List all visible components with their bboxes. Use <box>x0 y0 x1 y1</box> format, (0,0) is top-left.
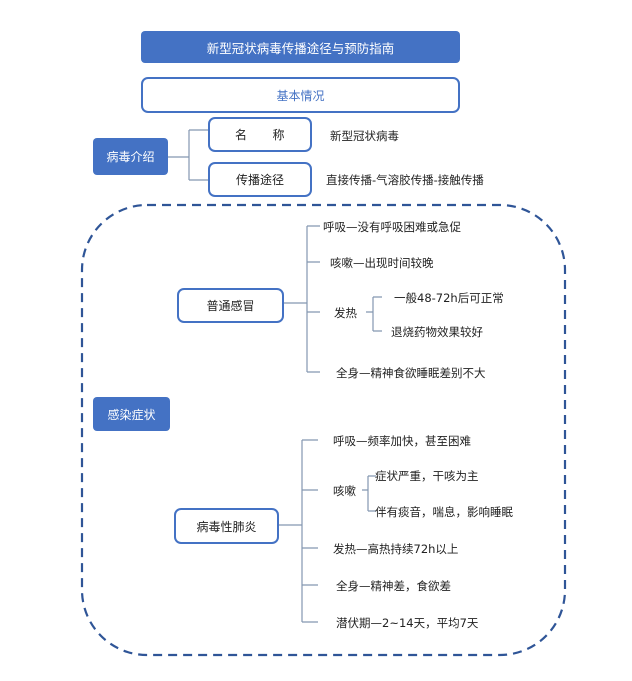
virus-intro-label: 病毒介绍 <box>106 150 155 164</box>
pneumonia-cough-label: 咳嗽 <box>333 484 356 498</box>
name-box: 名 称 <box>208 117 312 152</box>
symptoms-label: 感染症状 <box>107 407 156 422</box>
pneumonia-label: 病毒性肺炎 <box>196 519 257 534</box>
cold-breath: 呼吸—没有呼吸困难或急促 <box>323 220 461 234</box>
route-box: 传播途径 <box>208 162 312 197</box>
intro-bracket <box>168 129 208 181</box>
name-value: 新型冠状病毒 <box>330 129 399 143</box>
pneumonia-breath: 呼吸—频率加快，甚至困难 <box>333 434 471 448</box>
cold-body: 全身—精神食欲睡眠差别不大 <box>336 366 486 380</box>
pneumonia-body: 全身—精神差，食欲差 <box>336 579 451 593</box>
pneumonia-box: 病毒性肺炎 <box>174 508 279 544</box>
name-label: 名 称 <box>234 128 285 142</box>
pneumonia-bracket <box>279 439 318 623</box>
common-cold-box: 普通感冒 <box>177 288 284 323</box>
route-label: 传播途径 <box>235 173 284 187</box>
cold-fever-label: 发热 <box>334 306 357 320</box>
virus-intro-box: 病毒介绍 <box>93 138 168 175</box>
cold-fever-item-2: 退烧药物效果较好 <box>391 325 483 339</box>
page-title: 新型冠状病毒传播途径与预防指南 <box>206 40 395 56</box>
common-cold-label: 普通感冒 <box>206 299 255 313</box>
pneumonia-incubation: 潜伏期—2~14天，平均7天 <box>336 616 479 630</box>
pneumonia-fever: 发热—高热持续72h以上 <box>333 542 459 556</box>
symptoms-box: 感染症状 <box>93 397 170 431</box>
cold-fever-bracket <box>366 296 382 332</box>
route-value: 直接传播-气溶胶传播-接触传播 <box>326 173 484 187</box>
pneumonia-cough-item-1: 症状严重，干咳为主 <box>375 469 479 483</box>
basic-info-box: 基本情况 <box>141 77 460 113</box>
pneumonia-cough-bracket <box>362 475 376 512</box>
title-box: 新型冠状病毒传播途径与预防指南 <box>141 31 460 63</box>
pneumonia-cough-item-2: 伴有痰音，喘息，影响睡眠 <box>375 505 513 519</box>
cold-fever-item-1: 一般48-72h后可正常 <box>394 291 504 305</box>
symptom-region <box>80 203 567 657</box>
cold-bracket <box>284 225 320 373</box>
basic-info-label: 基本情况 <box>276 88 325 103</box>
cold-cough: 咳嗽—出现时间较晚 <box>330 256 434 270</box>
